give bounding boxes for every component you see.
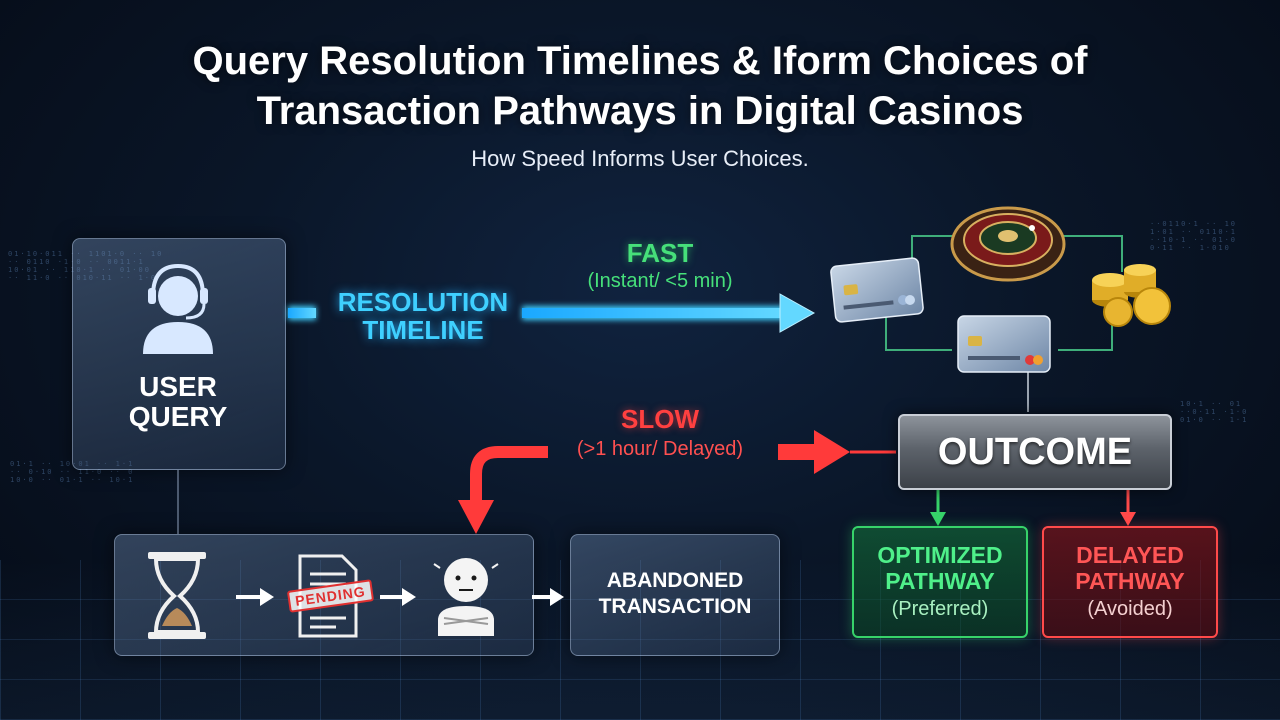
roulette-wheel-icon [950,206,1066,282]
user-query-label: USER QUERY [0,372,356,432]
flow-step-arrow [380,588,416,606]
page-subtitle: How Speed Informs User Choices. [471,146,809,171]
delayed-pathway-box: DELAYED PATHWAY (Avoided) [1042,526,1218,638]
abandoned-transaction-panel [570,534,780,656]
optimized-pathway-sub: (Preferred) [891,598,989,620]
outcome-branch-arrows [930,488,1136,526]
delayed-line-2: PATHWAY [1075,568,1185,594]
slow-arrow [458,430,896,534]
frustrated-user-icon [433,558,499,636]
user-query-line-2: QUERY [128,401,228,432]
optimized-pathway-box: OPTIMIZED PATHWAY (Preferred) [852,526,1028,638]
resolution-timeline-label: RESOLUTION TIMELINE [318,288,528,344]
headset-user-icon [143,263,213,354]
delayed-line-1: DELAYED [1076,542,1184,568]
credit-card-icon [957,315,1051,373]
optimized-pathway-title: OPTIMIZED PATHWAY [854,542,1026,594]
abandoned-transaction-label: ABANDONED TRANSACTION [570,568,780,620]
resolution-timeline-arrow [288,293,816,333]
optimized-line-1: OPTIMIZED [877,542,1003,568]
title-line-2: Transaction Pathways in Digital Casinos [256,89,1024,133]
resolution-timeline-line-2: TIMELINE [362,315,484,345]
fast-sublabel: (Instant/ <5 min) [587,270,733,292]
fast-label: FAST [626,238,694,268]
background-code-decoration: 01·1 ·· 10·01 ·· 1·1 ·· 0·10 ·· 11·0 ·· … [10,460,135,484]
user-query-line-1: USER [139,371,217,402]
gold-coins-icon [1092,264,1171,327]
flow-step-arrow [236,588,274,606]
abandoned-line-2: TRANSACTION [598,595,752,618]
slow-sublabel: (>1 hour/ Delayed) [576,438,744,460]
credit-card-icon [830,257,924,323]
title-line-1: Query Resolution Timelines & Iform Choic… [192,39,1088,83]
background-code-decoration: 01·10·011 ·· 1101·0 ·· 10 ·· 0110 ·1·0 ·… [8,250,161,282]
abandoned-line-1: ABANDONED [606,569,744,592]
optimized-line-2: PATHWAY [885,568,995,594]
background-code-decoration: 10·1 ·· 01 ··0·11 ·1·0 01·0 ·· 1·1 [1180,400,1249,424]
delayed-pathway-title: DELAYED PATHWAY [1044,542,1216,594]
hourglass-icon [148,552,206,639]
flow-step-arrow [532,588,564,606]
slow-label: SLOW [621,404,699,434]
page-title: Query Resolution Timelines & Iform Choic… [0,36,1280,136]
background-code-decoration: ··0110·1 ·· 10 1·01 ·· 0110·1 ··10·1 ·· … [1150,220,1238,252]
outcome-box: OUTCOME [898,414,1172,490]
resolution-timeline-line-1: RESOLUTION [337,287,509,317]
delayed-pathway-sub: (Avoided) [1087,598,1173,620]
